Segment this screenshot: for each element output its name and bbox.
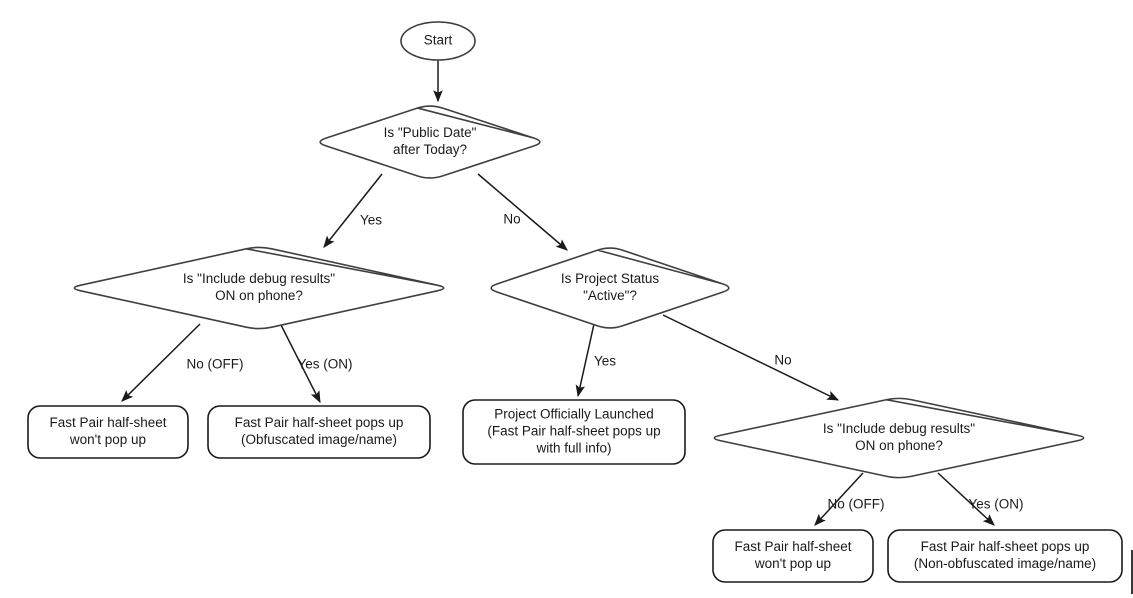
node-result-right-off-text-line-2: won't pop up bbox=[754, 556, 831, 571]
edge-debug-right-yes-on bbox=[937, 472, 995, 526]
node-debug-left[interactable]: Is "Include debug results" ON on phone? bbox=[73, 246, 445, 330]
edge-public-date-no bbox=[477, 173, 568, 251]
node-public-date-text-line-2: after Today? bbox=[393, 142, 467, 157]
shape-rounded-rect-result-right-off bbox=[712, 529, 874, 583]
node-result-right-on[interactable]: Fast Pair half-sheet pops up (Non-obfusca… bbox=[887, 529, 1123, 583]
node-debug-left-text-line-1: Is "Include debug results" bbox=[183, 271, 335, 286]
node-result-right-on-text-line-1: Fast Pair half-sheet pops up bbox=[921, 539, 1090, 554]
node-result-launched[interactable]: Project Officially Launched (Fast Pair ha… bbox=[462, 399, 686, 465]
node-debug-right-text-line-1: Is "Include debug results" bbox=[823, 421, 975, 436]
shape-rounded-rect-result-right-on bbox=[887, 529, 1123, 583]
edge-label-public-date-no: No bbox=[503, 212, 520, 227]
node-result-left-on[interactable]: Fast Pair half-sheet pops up (Obfuscated … bbox=[207, 405, 431, 459]
shape-diamond-debug-left bbox=[73, 246, 445, 330]
edge-label-project-status-yes: Yes bbox=[594, 354, 616, 369]
shape-diamond-public-date bbox=[319, 105, 541, 179]
node-debug-left-text-line-2: ON on phone? bbox=[215, 288, 303, 303]
node-result-right-on-text-line-2: (Non-obfuscated image/name) bbox=[914, 556, 1096, 571]
edge-debug-right-no-off bbox=[814, 472, 864, 526]
node-project-status-text-line-2: "Active"? bbox=[583, 288, 637, 303]
node-public-date-text-line-1: Is "Public Date" bbox=[384, 125, 477, 140]
edge-label-debug-left-no-off: No (OFF) bbox=[187, 357, 244, 372]
nodes-layer: Start Is "Public Date" after Today? Is "Inc… bbox=[27, 21, 1123, 583]
node-result-left-on-text-line-2: (Obfuscated image/name) bbox=[241, 432, 397, 447]
shape-rounded-rect-result-launched bbox=[462, 399, 686, 465]
edge-label-public-date-yes: Yes bbox=[360, 213, 382, 228]
edge-project-status-no bbox=[662, 314, 840, 401]
shape-ellipse-start bbox=[400, 21, 476, 61]
node-result-right-off[interactable]: Fast Pair half-sheet won't pop up bbox=[712, 529, 874, 583]
edge-label-debug-right-yes-on: Yes (ON) bbox=[968, 497, 1023, 512]
edge-project-status-yes bbox=[575, 323, 595, 398]
node-result-launched-text-line-2: (Fast Pair half-sheet pops up bbox=[487, 424, 660, 439]
node-result-launched-text-line-1: Project Officially Launched bbox=[494, 407, 654, 422]
node-start[interactable]: Start bbox=[400, 21, 476, 61]
node-debug-right[interactable]: Is "Include debug results" ON on phone? bbox=[713, 397, 1085, 479]
node-result-left-off[interactable]: Fast Pair half-sheet won't pop up bbox=[27, 405, 189, 459]
node-result-left-off-text-line-1: Fast Pair half-sheet bbox=[49, 415, 166, 430]
node-result-launched-text-line-3: with full info) bbox=[535, 441, 611, 456]
node-result-right-off-text-line-1: Fast Pair half-sheet bbox=[734, 539, 851, 554]
edge-label-project-status-no: No bbox=[774, 353, 791, 368]
edge-artifact-mark bbox=[1131, 550, 1133, 594]
node-public-date[interactable]: Is "Public Date" after Today? bbox=[319, 105, 541, 179]
node-result-left-off-text-line-2: won't pop up bbox=[69, 432, 146, 447]
edge-public-date-yes bbox=[323, 173, 383, 248]
edge-debug-left-yes-on bbox=[280, 324, 321, 404]
shape-diamond-project-status bbox=[490, 247, 730, 329]
edge-label-debug-right-no-off: No (OFF) bbox=[828, 497, 885, 512]
edge-label-debug-left-yes-on: Yes (ON) bbox=[297, 357, 352, 372]
node-start-text-line-1: Start bbox=[424, 33, 453, 48]
node-debug-right-text-line-2: ON on phone? bbox=[855, 438, 943, 453]
node-project-status[interactable]: Is Project Status "Active"? bbox=[490, 247, 730, 329]
edge-debug-left-no-off bbox=[121, 323, 201, 402]
shape-diamond-debug-right bbox=[713, 397, 1085, 479]
shape-rounded-rect-result-left-off bbox=[27, 405, 189, 459]
node-result-left-on-text-line-1: Fast Pair half-sheet pops up bbox=[235, 415, 404, 430]
shape-rounded-rect-result-left-on bbox=[207, 405, 431, 459]
node-project-status-text-line-1: Is Project Status bbox=[561, 271, 660, 286]
